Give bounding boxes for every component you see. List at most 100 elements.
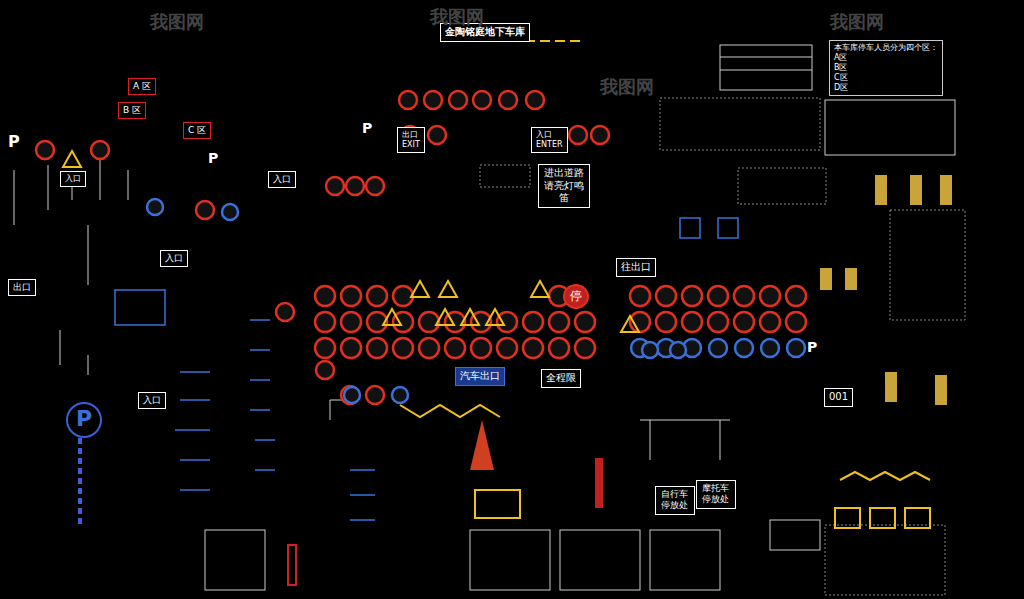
sign-text: A区 (834, 53, 938, 63)
sign-circle (761, 339, 779, 357)
sign-box: A 区 (128, 78, 156, 95)
sign-circle (549, 312, 569, 332)
warning-triangle (63, 151, 81, 167)
sign-circle (341, 312, 361, 332)
sign-text: 入口 (273, 174, 291, 185)
sign-circle (424, 91, 442, 109)
sign-circle (36, 141, 54, 159)
sign-circle (735, 339, 753, 357)
sign-circle (341, 286, 361, 306)
sign-circle (499, 91, 517, 109)
warning-triangle (531, 281, 549, 297)
sign-text: 入口 (536, 130, 563, 140)
sign-box: 自行车 停放处 (655, 486, 695, 515)
sign-circle (344, 387, 360, 403)
sign-circle (642, 342, 658, 358)
sign-circle (786, 286, 806, 306)
sign-circle (523, 338, 543, 358)
parking-letter: P (8, 132, 20, 151)
watermark: 我图网 (600, 75, 654, 99)
sign-box: 入口ENTER (531, 127, 568, 153)
sign-box: 出口 (8, 279, 36, 296)
sign-box: 入口 (268, 171, 296, 188)
sign-circle (670, 342, 686, 358)
sign-circle (591, 126, 609, 144)
sign-circle (497, 312, 517, 332)
sign-circle (630, 286, 650, 306)
sign-text: 自行车 停放处 (660, 489, 690, 512)
sign-circle (315, 286, 335, 306)
sign-circle (656, 286, 676, 306)
sign-box: 出口EXIT (397, 127, 425, 153)
sign-text: 停 (570, 289, 582, 304)
sign-circle (399, 91, 417, 109)
sign-circle (419, 338, 439, 358)
sign-circle (276, 303, 294, 321)
sign-circle (786, 312, 806, 332)
sign-text: D区 (834, 83, 938, 93)
sign-circle (341, 338, 361, 358)
sign-circle (445, 338, 465, 358)
sign-circle (366, 386, 384, 404)
sign-circle (147, 199, 163, 215)
sign-circle (471, 338, 491, 358)
sign-box: 进出道路 请亮灯鸣笛 (538, 164, 590, 208)
sign-circle (428, 126, 446, 144)
sign-text: 001 (829, 391, 848, 404)
sign-circle (523, 312, 543, 332)
sign-circle (734, 286, 754, 306)
sign-circle (760, 286, 780, 306)
sign-circle (315, 312, 335, 332)
sign-text: EXIT (402, 140, 420, 150)
sign-circle (787, 339, 805, 357)
parking-letter: P (208, 150, 218, 166)
sign-text: 往出口 (621, 261, 651, 274)
sign-circle (760, 312, 780, 332)
sign-circle (366, 177, 384, 195)
watermark: 我图网 (830, 10, 884, 34)
warning-triangle (621, 316, 639, 332)
sign-text: 出口 (402, 130, 420, 140)
sign-box: 全程限 (541, 369, 581, 388)
sign-circle (734, 312, 754, 332)
sign-text: 入口 (65, 174, 81, 184)
warning-triangle (383, 309, 401, 325)
sign-circle (569, 126, 587, 144)
warning-triangle (439, 281, 457, 297)
sign-circle (575, 312, 595, 332)
sign-text: ENTER (536, 140, 563, 150)
warning-triangle (461, 309, 479, 325)
sign-text: 入口 (143, 395, 161, 406)
sign-circle (497, 338, 517, 358)
sign-text: C区 (834, 73, 938, 83)
sign-text: B 区 (123, 105, 141, 116)
sign-box: 汽车出口 (455, 367, 505, 386)
sign-text: 本车库停车人员分为四个区： (834, 43, 938, 53)
sign-text: 汽车出口 (460, 370, 500, 383)
sign-box: 入口 (138, 392, 166, 409)
sign-box: 001 (824, 388, 853, 407)
sign-circle (91, 141, 109, 159)
sign-circle (315, 338, 335, 358)
sign-text: B区 (834, 63, 938, 73)
sign-box: 本车库停车人员分为四个区：A区B区C区D区 (829, 40, 943, 96)
parking-letter: P (362, 120, 372, 136)
sign-circle (393, 286, 413, 306)
sign-circle (575, 338, 595, 358)
warning-triangle (411, 281, 429, 297)
watermark: 我图网 (430, 5, 484, 29)
sign-text: C 区 (188, 125, 206, 136)
sign-circle (682, 286, 702, 306)
sign-text: A 区 (133, 81, 151, 92)
sign-circle (326, 177, 344, 195)
sign-circle (526, 91, 544, 109)
sign-circle (473, 91, 491, 109)
sign-circle (341, 386, 359, 404)
sign-text: 摩托车 停放处 (701, 483, 731, 506)
sign-circle (708, 286, 728, 306)
sign-text: 全程限 (546, 372, 576, 385)
stop-sign: 停 (563, 284, 589, 309)
sign-box: 入口 (60, 171, 86, 187)
sign-circle (222, 204, 238, 220)
sign-circle (346, 177, 364, 195)
